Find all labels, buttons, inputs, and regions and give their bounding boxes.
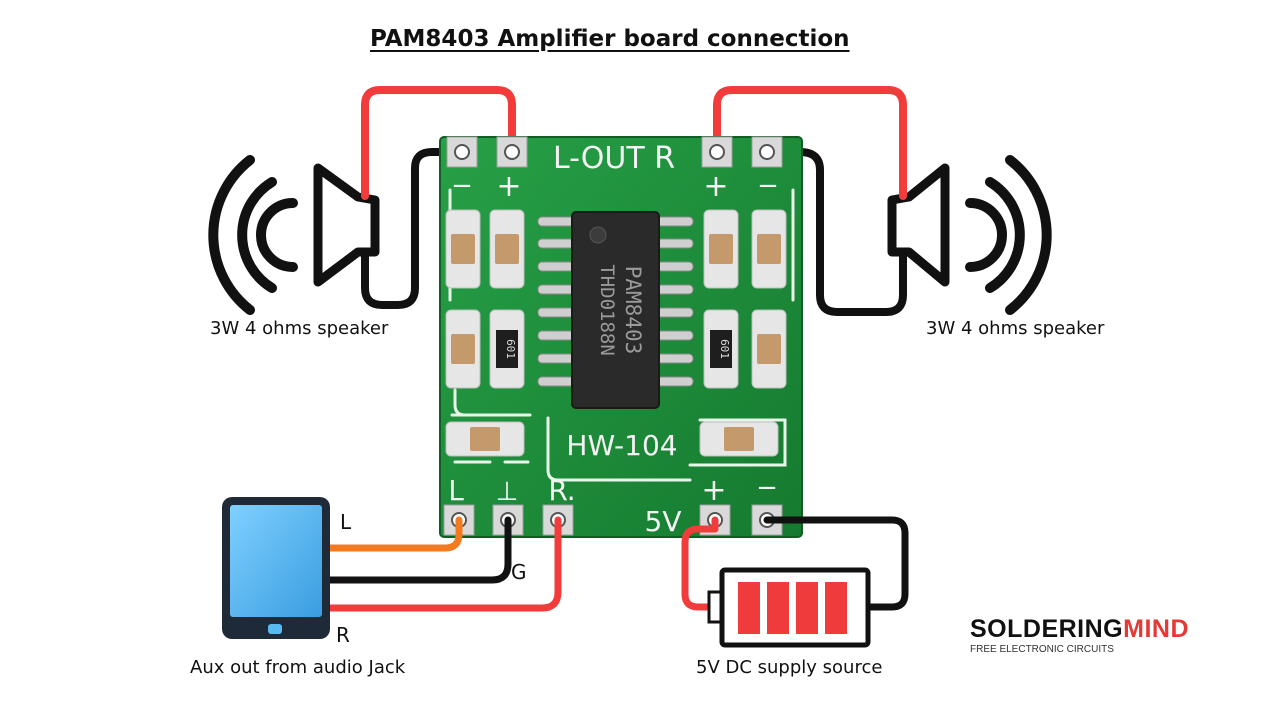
rout-plus-label: + xyxy=(703,169,728,204)
input-r-label: R. xyxy=(548,474,575,507)
input-ground-label: ⊥ xyxy=(496,477,519,507)
smd-resistors: 601 601 xyxy=(489,309,739,389)
lout-minus-label: − xyxy=(451,171,473,201)
chip-marking-1: PAM8403 xyxy=(621,266,645,355)
smd-capacitors xyxy=(445,209,787,457)
power-plus-label: + xyxy=(701,473,726,508)
logo-tagline: FREE ELECTRONIC CIRCUITS xyxy=(970,644,1114,655)
input-l-label: L xyxy=(448,474,464,507)
chip-marking-2: THD0188N xyxy=(596,264,618,356)
battery-icon xyxy=(707,567,871,648)
input-wires xyxy=(326,516,562,612)
solderingmind-logo: SOLDERINGMIND FREE ELECTRONIC CIRCUITS xyxy=(970,615,1189,655)
wire-label-right: R xyxy=(336,623,350,647)
diagram-title: PAM8403 Amplifier board connection xyxy=(370,26,850,52)
phone-icon xyxy=(222,497,330,639)
left-speaker-icon xyxy=(208,155,380,315)
logo-part1: SOLDERING xyxy=(970,615,1124,643)
rout-minus-label: − xyxy=(757,171,779,201)
logo-part2: MIND xyxy=(1123,615,1190,643)
power-wires xyxy=(681,516,909,611)
right-speaker-icon xyxy=(887,155,1052,315)
right-speaker-caption: 3W 4 ohms speaker xyxy=(926,318,1105,339)
source-caption: Aux out from audio Jack xyxy=(190,657,406,678)
power-5v-label: 5V xyxy=(645,505,682,538)
board-model-label: HW-104 xyxy=(566,429,677,462)
logo-wordmark: SOLDERINGMIND xyxy=(970,615,1189,644)
pam8403-chip: PAM8403 THD0188N xyxy=(537,211,694,409)
supply-caption: 5V DC supply source xyxy=(696,657,883,678)
power-minus-label: − xyxy=(756,473,778,503)
pam8403-board: PAM8403 THD0188N 601 601 xyxy=(439,136,803,538)
resistor-code-right: 601 xyxy=(718,339,731,359)
wire-label-left: L xyxy=(340,510,352,534)
resistor-code-left: 601 xyxy=(504,339,517,359)
wire-label-ground: G xyxy=(511,560,527,584)
board-top-label: L-OUT R xyxy=(553,141,675,176)
lout-plus-label: + xyxy=(496,169,521,204)
left-speaker-caption: 3W 4 ohms speaker xyxy=(210,318,389,339)
speaker-wires xyxy=(361,86,907,316)
